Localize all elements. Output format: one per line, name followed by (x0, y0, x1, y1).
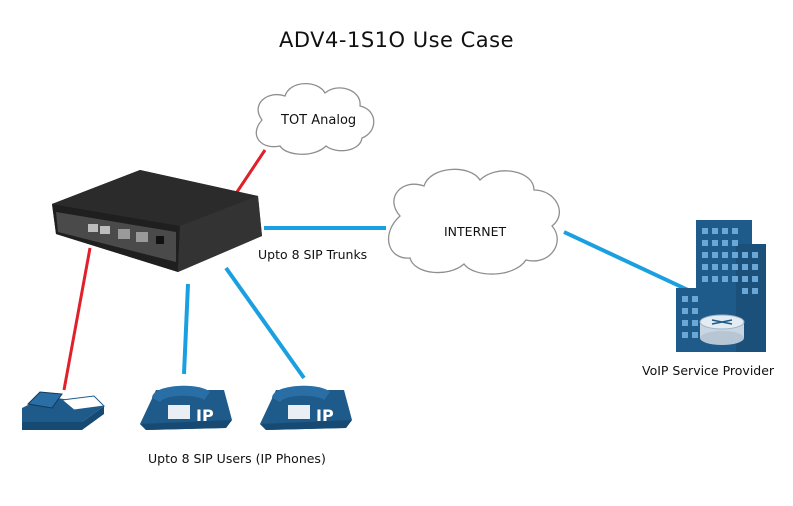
router-icon (699, 314, 745, 345)
fax-icon (22, 391, 106, 430)
link-gateway-phone-2 (224, 266, 306, 380)
internet-cloud (388, 168, 560, 275)
ip-phone-icon-2: IP (260, 385, 352, 430)
ip-badge-1: IP (196, 406, 214, 425)
sip-users-label: Upto 8 SIP Users (IP Phones) (148, 451, 326, 466)
link-gateway-fax (62, 247, 92, 391)
sip-trunks-label: Upto 8 SIP Trunks (258, 247, 368, 262)
tot-cloud-label: TOT Analog (281, 113, 357, 128)
gateway-device (52, 170, 262, 272)
diagram-title: ADV4-1S1O Use Case (278, 28, 515, 52)
internet-cloud-label: INTERNET (444, 224, 507, 239)
link-gateway-phone-1 (182, 283, 190, 375)
tot-cloud (255, 82, 375, 155)
voip-provider-label: VoIP Service Provider (642, 363, 775, 378)
ip-badge-2: IP (316, 406, 334, 425)
link-gateway-tot (235, 149, 267, 193)
link-internet-provider (563, 230, 689, 292)
ip-phone-icon: IP (140, 385, 232, 430)
